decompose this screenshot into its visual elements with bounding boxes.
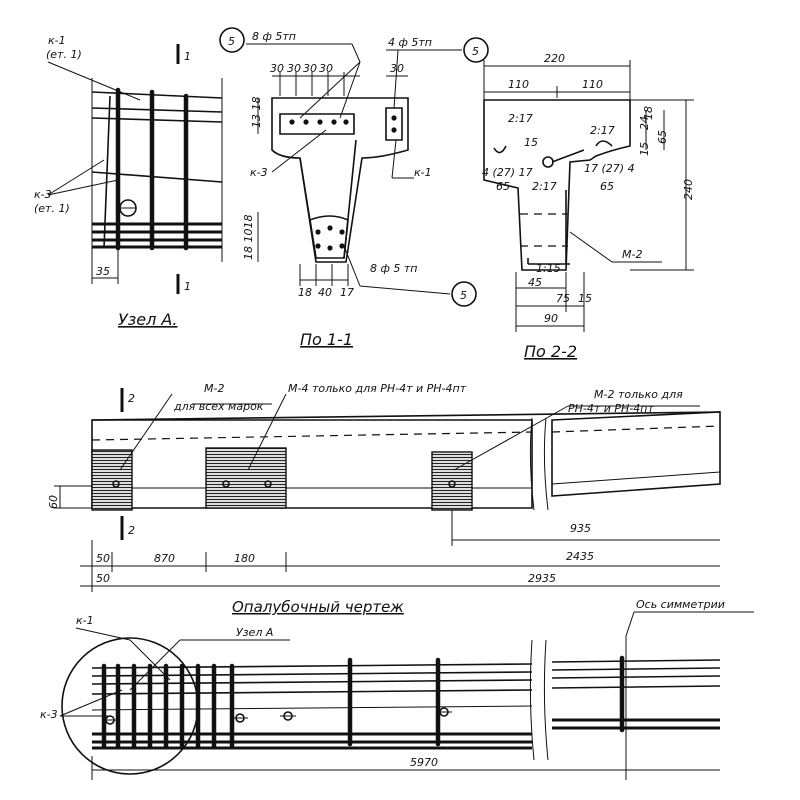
- section-1-1-dim-bottom-3: 17: [340, 286, 354, 299]
- section-2-2-dim-240: 240: [682, 179, 695, 200]
- node-a-dim-35: 35: [96, 265, 110, 278]
- node-a-label-k3: к-3: [34, 188, 52, 201]
- formwork-note-m2: М-2: [204, 382, 224, 395]
- section-1-1-dim-top-2: 30: [287, 62, 301, 75]
- node-a-cut-mark-top: 1: [184, 50, 191, 63]
- reinforcement-axis-label: Ось симметрии: [636, 598, 725, 611]
- section-1-1-title: По 1-1: [300, 330, 353, 349]
- formwork-note-m4: М-4 только для РН-4т и РН-4пт: [288, 382, 467, 395]
- section-2-2-view: [483, 60, 694, 332]
- formwork-dim-2935: 2935: [528, 572, 556, 585]
- section-2-2-dim-2-17-a: 2:17: [508, 112, 533, 125]
- formwork-dim-50-a: 50: [96, 552, 110, 565]
- section-2-2-dim-24: 24: [638, 116, 651, 130]
- section-1-1-dim-top-5: 30: [390, 62, 404, 75]
- section-1-1-callout-bottom: 8 ф 5 тп: [370, 262, 418, 275]
- section-2-2-dim-1-15: 1:15: [536, 262, 561, 275]
- section-1-1-callout-top-num: 5: [228, 35, 235, 48]
- formwork-note-m2-right-sub: РН-4т и РН-4пт: [568, 402, 654, 415]
- embed-m4: [205, 447, 287, 509]
- node-a-label-k3-sub: (ет. 1): [34, 202, 70, 215]
- reinforcement-label-k1: к-1: [76, 614, 94, 627]
- formwork-note-m2-sub: для всех марок: [173, 400, 264, 413]
- section-2-2-dim-17-27-4: 17 (27) 4: [584, 162, 635, 175]
- formwork-note-m2-right: М-2 только для: [594, 388, 683, 401]
- formwork-title: Опалубочный чертеж: [232, 598, 404, 616]
- section-2-2-dim-2-17-c: 2:17: [532, 180, 557, 193]
- reinforcement-node-label: Узел А: [236, 626, 273, 639]
- node-a-view: [47, 44, 223, 294]
- section-1-1-dim-left-bottom: 18 1018: [242, 215, 255, 261]
- formwork-cut-mark-top: 2: [128, 392, 135, 405]
- section-1-1-view: [219, 27, 489, 307]
- section-2-2-dim-45: 45: [528, 276, 542, 289]
- section-2-2-dim-90: 90: [544, 312, 558, 325]
- section-2-2-dim-110-right: 110: [582, 78, 603, 91]
- section-1-1-label-k1: к-1: [414, 166, 432, 179]
- section-2-2-dim-18: 18: [642, 106, 655, 120]
- section-2-2-dim-2-17-b: 2:17: [590, 124, 615, 137]
- section-2-2-dim-75: 75: [556, 292, 570, 305]
- section-1-1-dim-top-1: 30: [270, 62, 284, 75]
- section-2-2-dim-4-27-17: 4 (27) 17: [482, 166, 533, 179]
- node-a-title: Узел А.: [118, 310, 177, 329]
- embed-m2-left: [91, 449, 133, 511]
- formwork-dim-180: 180: [234, 552, 255, 565]
- formwork-view: [54, 388, 721, 592]
- section-1-1-callout-right-num: 5: [472, 45, 479, 58]
- section-2-2-label-m2: М-2: [622, 248, 642, 261]
- section-2-2-dim-65-right-stack: 65: [656, 130, 669, 144]
- section-2-2-dim-220: 220: [544, 52, 565, 65]
- section-1-1-callout-right: 4 ф 5тп: [388, 36, 432, 49]
- section-2-2-dim-15: 15: [524, 136, 538, 149]
- formwork-dim-870: 870: [154, 552, 175, 565]
- section-2-2-dim-110-left: 110: [508, 78, 529, 91]
- section-2-2-dim-65-left: 65: [496, 180, 510, 193]
- section-1-1-dim-top-4: 30: [319, 62, 333, 75]
- node-a-callout-circle: [61, 637, 199, 775]
- reinforcement-view: [59, 611, 754, 780]
- section-1-1-callout-top: 8 ф 5тп: [252, 30, 296, 43]
- section-2-2-title: По 2-2: [524, 342, 577, 361]
- formwork-cut-mark-bottom: 2: [128, 524, 135, 537]
- section-1-1-dim-bottom-2: 40: [318, 286, 332, 299]
- section-1-1-callout-bottom-num: 5: [460, 289, 467, 302]
- section-2-2-dim-15-right: 15: [638, 142, 651, 156]
- node-a-label-k1-sub: (ет. 1): [46, 48, 82, 61]
- section-1-1-dim-bottom-1: 18: [298, 286, 312, 299]
- section-1-1-dim-top-3: 30: [303, 62, 317, 75]
- section-1-1-dim-left-top: 13 18: [250, 97, 263, 129]
- section-2-2-dim-15-b: 15: [578, 292, 592, 305]
- formwork-dim-60: 60: [47, 495, 60, 509]
- section-1-1-label-k3: к-3: [250, 166, 268, 179]
- reinforcement-label-k3: к-3: [40, 708, 58, 721]
- formwork-dim-2435: 2435: [566, 550, 594, 563]
- node-a-cut-mark-bottom: 1: [184, 280, 191, 293]
- formwork-dim-50-b: 50: [96, 572, 110, 585]
- section-2-2-dim-65-right: 65: [600, 180, 614, 193]
- reinforcement-dim-5970: 5970: [410, 756, 438, 769]
- node-a-label-k1: к-1: [48, 34, 66, 47]
- formwork-dim-935: 935: [570, 522, 591, 535]
